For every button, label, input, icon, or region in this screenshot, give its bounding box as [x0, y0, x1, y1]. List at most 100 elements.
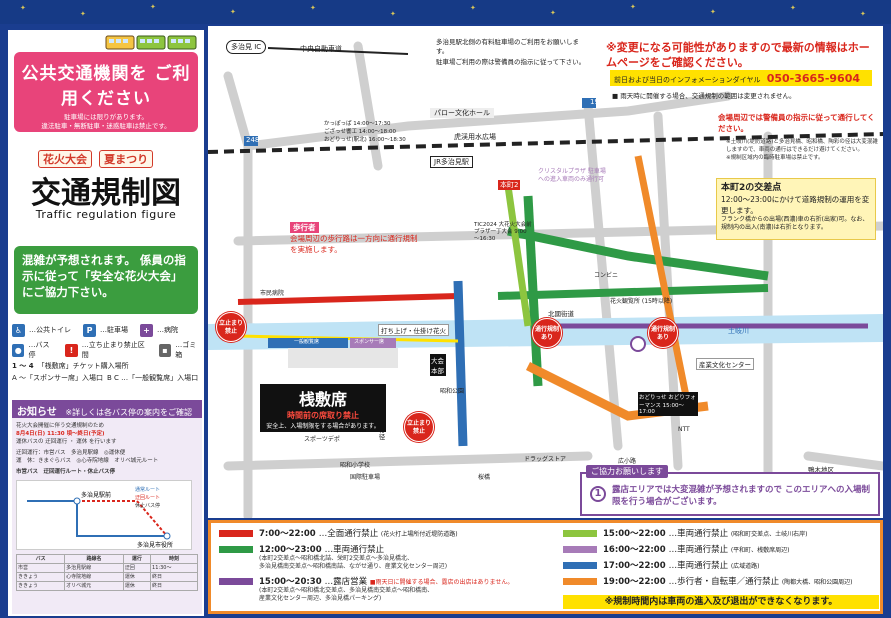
railway-line	[208, 132, 883, 154]
star-header: ✦✦✦ ✦✦✦ ✦✦✦ ✦✦✦	[0, 0, 891, 24]
crowd-message: 混雑が予想されます。 係員の指示に従って「安全な花火大会」にご協力下さい。	[14, 246, 198, 314]
legend-entrance-bc: B C …「一般観覧席」入場口	[107, 374, 199, 382]
schedule-note: ■雨天日に開催する場合、露店の出店はありません。	[369, 579, 514, 586]
schedule-desc: …車両通行禁止 (昭和町交差点、土岐川右岸)	[669, 527, 808, 539]
bus-legend-closed: 休止バス停	[135, 502, 160, 509]
event-tag-hanabi: 花火大会	[38, 150, 92, 168]
sakuragawa-label: 桜橋	[478, 474, 491, 481]
notice-title: お知らせ	[17, 407, 57, 418]
parking-icon: P	[83, 323, 96, 337]
legend-ticket: 「桟敷席」チケット購入場所	[37, 362, 129, 370]
toilet-icon: ♿	[12, 323, 25, 337]
schedule-note: (陶都大橋、昭和公園周辺)	[781, 579, 853, 586]
hanabi-point-label: 打ち上げ・仕掛け花火	[378, 324, 449, 336]
legend-parking: …駐車場	[100, 326, 128, 334]
chuo-expressway-label: 中央自動車道	[300, 45, 342, 53]
schedule-item: 7:00～22:00…全面通行禁止 (花火打上場所付近堤防道路)	[219, 527, 458, 539]
bus-table-cell: オリベ城元	[64, 581, 124, 591]
coop-header: ご協力お願いします	[586, 465, 668, 478]
sidebar: 公共交通機関を ご利用ください 駐車場には限りがあります。 違法駐車・無断駐車・…	[8, 30, 204, 616]
small-note2: ※規制区域内の臨時駐車場は禁止です。	[726, 155, 824, 161]
security-note: 会場周辺では警備員の指示に従って通行してください。	[718, 113, 875, 133]
notice-line1: 花火大会開催に伴う交通規制のため	[16, 423, 105, 429]
schedule-sub-line1: (本町2交差点～昭和橋北交差点、多治見橋南交差点～昭和橋南、	[259, 587, 434, 594]
route19-label: 19	[590, 98, 599, 106]
legend-ticket-range: 1 ～ 4	[12, 362, 34, 370]
bus-route-map: 多治見駅前 多治見市役所 通常ルート 迂回ルート 休止バス停	[16, 480, 192, 550]
schedule-time: 16:00～22:00	[603, 545, 666, 555]
kamogi-label: 鴨木地区	[808, 466, 834, 474]
bus-table-header: 路線名	[64, 554, 124, 564]
schedule-color-bar	[219, 530, 253, 537]
notice-line3: 運休バスの 迂回運行 ・ 運休 を行います	[16, 439, 117, 445]
schedule-item: 17:00～22:00…車両通行禁止 (広域道路)	[563, 559, 760, 571]
festival-b: ござっせ響工	[324, 129, 358, 135]
train-icon	[105, 35, 197, 50]
schedule-desc: …歩行者・自転車／通行禁止 (陶都大橋、昭和公園周辺)	[669, 575, 853, 587]
bus-table-cell: 終日	[150, 581, 198, 591]
festival-time3: 16:00～18:30	[368, 137, 406, 143]
kokusai-parking-label: 国際駐車場	[350, 474, 381, 481]
schedule-time: 15:00～20:30	[259, 577, 322, 587]
legend-no-standing: …立ち止まり禁止区間	[81, 341, 145, 359]
bus-stop-b: 多治見市役所	[137, 541, 173, 549]
kita-road-label: 北國街道	[548, 308, 574, 318]
page-title: 交通規制図	[31, 176, 181, 211]
honmachi2-label: 本町2	[498, 180, 521, 190]
schedule-color-bar	[563, 562, 597, 569]
info-dial-number: 050-3665-9604	[766, 72, 861, 85]
hirakoji-label: 広小路	[618, 458, 637, 465]
schedule-color-bar	[219, 578, 253, 585]
cooperation-box: ご協力お願いします 1 露店エリアでは大変混雑が予想されますので このエリアへの…	[580, 465, 880, 516]
schedule-color-bar	[563, 546, 597, 553]
schedule-desc: …車両通行禁止	[325, 543, 385, 555]
pedestrian-text: 会場周辺の歩行路は一方向に通行規制を実施します。	[290, 234, 418, 254]
event-tags: 花火大会 夏まつり	[38, 148, 155, 168]
schedule-desc-text: …車両通行禁止	[668, 561, 729, 571]
notice-route1: 迂回運行：市営バス 多治見駅線 ◎運休便	[16, 450, 126, 456]
no-standing-icon: !	[65, 343, 78, 357]
ippan-seat-label: 一般観覧席	[294, 339, 320, 345]
schedule-note: (花火打上場所付近堤防道路)	[380, 531, 458, 538]
legend-toilet: …公共トイレ	[29, 326, 71, 334]
festival-time2: 14:00～18:00	[358, 129, 396, 135]
hanabi-garden-label: 花火観覧所 (15時以降)	[610, 298, 673, 305]
bus-legend-normal: 通常ルート	[135, 486, 160, 493]
coop-number: 1	[590, 486, 606, 502]
bus-stop-a: 多治見駅前	[81, 491, 111, 499]
sponsor-seat-area	[350, 338, 396, 348]
coop-text: 露店エリアでは大変混雑が予想されますので このエリアへの入場制限を行う場合がござ…	[612, 485, 870, 507]
schedule-note: (広域道路)	[730, 563, 760, 570]
odoriba-label: おどりっせ おどりフォーマンス 15:00～17:00	[638, 392, 698, 416]
schedule-sub: (本町2交差点～昭和橋北交差点、多治見橋南交差点～昭和橋南、産業文化センター周辺…	[259, 587, 433, 603]
schedule-time: 7:00～22:00	[259, 529, 316, 539]
info-dial-label: 前日および当日のインフォメーションダイヤル	[614, 76, 761, 84]
reg-lightgreen	[504, 185, 532, 327]
junction-title: 本町2の交差点	[721, 183, 782, 193]
public-transport-box: 公共交通機関を ご利用ください 駐車場には限りがあります。 違法駐車・無断駐車・…	[14, 52, 198, 132]
bus-table-cell: 迂回	[122, 563, 152, 573]
notice-line2: 8月4日(日) 11:30 頃～終日(予定)	[16, 431, 105, 437]
parking-note2: 駐車場ご利用の際は警備員の指示に従って下さい。	[436, 58, 586, 66]
schedule-desc: …全面通行禁止 (花火打上場所付近堤防道路)	[319, 527, 458, 539]
change-notice: ※変更になる可能性がありますので最新の情報はホームページをご確認ください。	[606, 41, 870, 69]
schedule-desc: …車両通行禁止 (広域道路)	[669, 559, 760, 571]
schedule-desc-text: …車両通行禁止	[668, 545, 729, 555]
schedule-sub-line1: (本町2交差点～昭和橋北詰、栄町2交差点～多治見橋北、	[259, 555, 413, 562]
seat-note: 安全上、入場制限をする場合があります。	[266, 423, 380, 430]
public-transport-note1: 駐車場には限りがあります。	[64, 113, 148, 121]
hospital-icon: +	[140, 323, 153, 337]
bus-table-cell: 11:30～	[150, 563, 198, 573]
rain-note: ■ 雨天時に開催する場合、交通規制の範囲は変更されません。	[612, 92, 796, 100]
festival-a: かっぽっぱ	[324, 121, 352, 127]
park-north-label: 虎渓用水広場	[454, 133, 496, 141]
ntt-label: NTT	[678, 426, 690, 433]
bus-table-cell: 心寺院地線	[64, 572, 124, 582]
public-transport-note2: 違法駐車・無断駐車・迷惑駐車は禁止です。	[41, 122, 171, 130]
pedestrian-tag: 歩行者	[290, 222, 319, 233]
schedule-item: 12:00～23:00…車両通行禁止(本町2交差点～昭和橋北詰、栄町2交差点～多…	[219, 543, 447, 570]
bus-stop-icon: ●	[12, 343, 25, 357]
public-transport-title: 公共交通機関を ご利用ください	[21, 64, 191, 109]
schedule-time: 17:00～22:00	[603, 561, 666, 571]
